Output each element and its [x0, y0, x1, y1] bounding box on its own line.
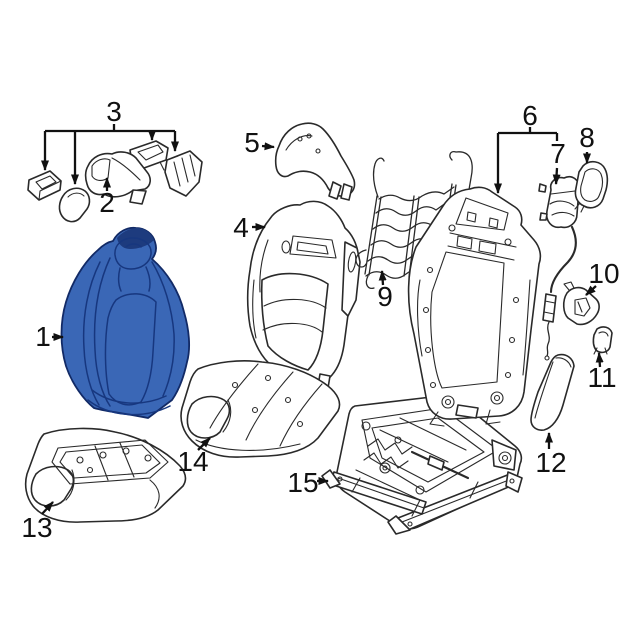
arrow-7	[552, 167, 561, 185]
arrow-9	[378, 270, 387, 286]
part-seat-back-foam-pad	[246, 200, 361, 393]
arrow-14	[197, 437, 211, 451]
part-upper-back-bolster-pad	[274, 122, 356, 201]
part-label-12: 12	[535, 447, 566, 478]
part-label-8: 8	[579, 122, 595, 153]
bracket-line-6	[498, 127, 559, 141]
part-headrest-guide	[84, 151, 151, 205]
part-seat-back-cover-highlighted	[60, 226, 191, 419]
part-label-3: 3	[106, 96, 122, 127]
part-label-15: 15	[287, 467, 318, 498]
arrow-11	[595, 352, 604, 368]
part-side-bracket	[562, 281, 600, 326]
part-lumbar-actuator	[538, 175, 580, 361]
part-label-2: 2	[99, 187, 115, 218]
callout-arrows	[41, 124, 604, 515]
part-label-4: 4	[233, 212, 249, 243]
part-label-10: 10	[588, 258, 619, 289]
part-seat-cushion-pad	[180, 360, 341, 458]
part-label-7: 7	[550, 138, 566, 169]
part-label-1: 1	[35, 321, 51, 352]
arrow-10	[585, 285, 597, 296]
part-side-trim-shield	[530, 353, 575, 431]
part-label-6: 6	[522, 100, 538, 131]
part-label-9: 9	[377, 281, 393, 312]
part-label-13: 13	[21, 512, 52, 543]
part-seat-cushion-foam	[24, 427, 187, 523]
part-bracket-cap	[592, 326, 613, 355]
part-trim-bezel	[574, 160, 609, 213]
part-label-11: 11	[587, 362, 616, 393]
part-seat-back-frame	[407, 186, 542, 427]
arrow-13	[41, 501, 54, 515]
part-label-5: 5	[244, 127, 260, 158]
arrow-5	[261, 142, 275, 151]
part-label-14: 14	[177, 446, 208, 477]
